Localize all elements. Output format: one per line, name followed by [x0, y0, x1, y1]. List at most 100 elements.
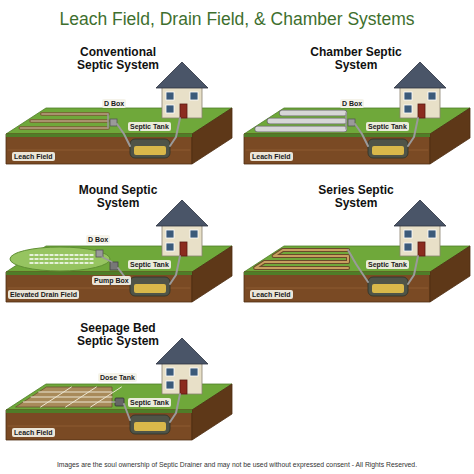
leach-pipe	[42, 114, 108, 115]
leach-chamber	[270, 119, 344, 124]
distribution-box	[110, 119, 117, 126]
part-label: Elevated Drain Field	[8, 290, 79, 299]
house-door	[180, 380, 187, 394]
tank-pipe	[348, 250, 368, 282]
seepage-bed	[16, 387, 112, 407]
part-label: D Box	[86, 235, 110, 244]
house-window	[166, 230, 174, 238]
part-label: Leach Field	[12, 152, 55, 161]
house-window	[404, 105, 412, 113]
bed-grid	[31, 397, 112, 398]
leach-chamber	[258, 127, 344, 132]
chamber-outline	[270, 118, 344, 125]
distribution-box	[96, 250, 103, 257]
part-label: Leach Field	[250, 152, 293, 161]
panel-heading: Conventional Septic System	[70, 46, 166, 72]
septic-tank	[368, 139, 408, 158]
house-window	[404, 92, 412, 100]
house-wall	[400, 86, 440, 118]
dose-tank	[115, 398, 124, 406]
leach-trench	[31, 119, 108, 123]
house-door	[180, 104, 187, 118]
tank-liquid	[372, 284, 404, 293]
house-window	[166, 381, 174, 389]
tank-liquid	[372, 146, 404, 155]
part-label: Dose Tank	[98, 373, 137, 382]
house-window	[404, 230, 412, 238]
grass-edge	[244, 134, 430, 137]
soil-front	[6, 134, 192, 164]
house-wall	[162, 362, 202, 394]
house-window	[166, 105, 174, 113]
system-panel: Series Septic SystemSeptic TankLeach Fie…	[240, 180, 472, 316]
leach-trench	[42, 112, 108, 116]
house-door	[418, 242, 425, 256]
part-label: Septic Tank	[366, 122, 409, 131]
house-wall	[162, 86, 202, 118]
part-label: Septic Tank	[366, 260, 409, 269]
pump-box	[110, 262, 118, 270]
house-window	[190, 92, 198, 100]
bed-grid	[39, 392, 112, 393]
septic-tank	[130, 277, 170, 296]
panel-heading: Seepage Bed Septic System	[70, 322, 166, 348]
house-window	[166, 368, 174, 376]
leach-pipe	[20, 128, 108, 129]
house-pipe	[408, 256, 418, 284]
house-roof	[156, 200, 208, 226]
drain-line	[30, 258, 94, 259]
grass-edge	[6, 410, 192, 413]
chamber-outline	[282, 110, 344, 117]
tank-liquid	[134, 422, 166, 431]
soil-front	[244, 134, 430, 164]
house-pipe	[408, 118, 418, 146]
bed-grid	[41, 387, 72, 407]
part-label: Septic Tank	[128, 122, 171, 131]
house-window	[190, 368, 198, 376]
part-label: D Box	[102, 99, 126, 108]
soil-front	[6, 410, 192, 440]
system-panel: Conventional Septic System D BoxSeptic Ta…	[2, 42, 234, 178]
distribution-box	[348, 119, 355, 126]
panel-heading: Mound Septic System	[70, 184, 166, 210]
elevated-mound	[10, 247, 110, 271]
house-window	[428, 230, 436, 238]
pump-pipe	[102, 257, 112, 262]
header-pipe	[107, 114, 109, 128]
tank-liquid	[134, 284, 166, 293]
house-roof	[394, 62, 446, 88]
header-pipe	[345, 113, 347, 129]
house-pipe	[170, 256, 180, 284]
part-label: Septic Tank	[128, 260, 171, 269]
leach-chamber	[282, 111, 344, 116]
house-window	[404, 243, 412, 251]
house-roof	[394, 200, 446, 226]
soil-front	[6, 272, 192, 302]
part-label: Pump Box	[92, 276, 131, 285]
chamber-outline	[258, 126, 344, 133]
grass-edge	[244, 272, 430, 275]
part-label: Septic Tank	[128, 398, 171, 407]
house-pipe	[170, 394, 180, 422]
panel-heading: Chamber Septic System	[308, 46, 404, 72]
house-pipe	[170, 118, 180, 146]
soil-front	[244, 272, 430, 302]
panel-heading: Series Septic System	[308, 184, 404, 210]
grass-edge	[6, 272, 192, 275]
dose-pipe	[112, 401, 115, 403]
septic-tank	[130, 415, 170, 434]
septic-tank	[130, 139, 170, 158]
house-door	[180, 242, 187, 256]
part-label: Leach Field	[250, 290, 293, 299]
part-label: D Box	[340, 99, 364, 108]
house-roof	[156, 338, 208, 364]
series-trench	[255, 250, 348, 268]
house-window	[190, 230, 198, 238]
house-wall	[400, 224, 440, 256]
system-panel: Chamber Septic System D BoxSeptic TankLea…	[240, 42, 472, 178]
copyright-caption: Images are the soul ownership of Septic …	[0, 461, 474, 469]
house-door	[418, 104, 425, 118]
system-panel: Mound Septic System D BoxPump Box Septic T…	[2, 180, 234, 316]
diagram-title: Leach Field, Drain Field, & Chamber Syst…	[0, 8, 474, 30]
drain-line	[30, 262, 94, 263]
